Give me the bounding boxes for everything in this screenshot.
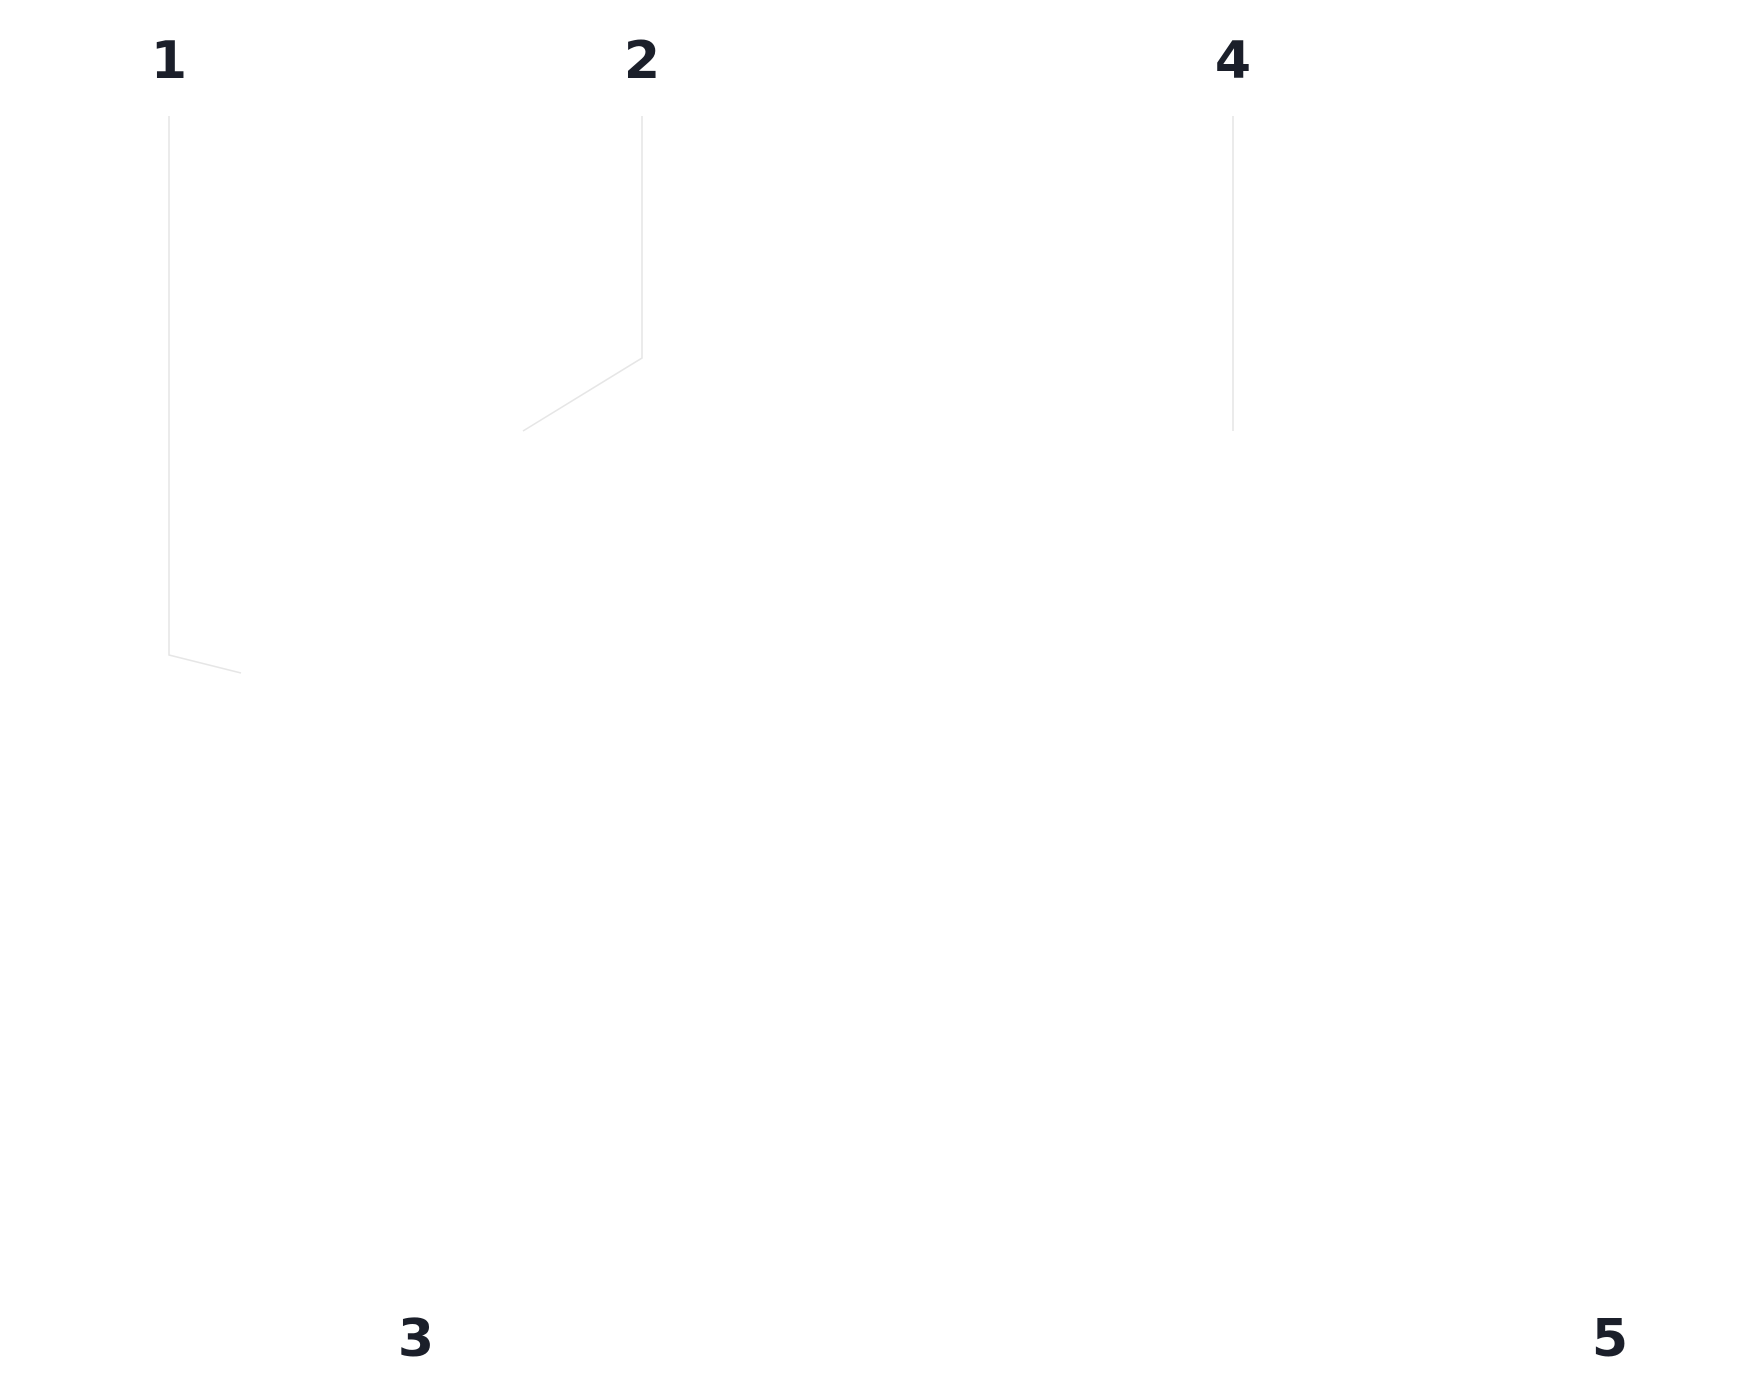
callout-1-leader-line	[168, 116, 242, 674]
callout-4-number: 4	[1215, 31, 1251, 91]
callout-2-leader-line	[522, 116, 643, 432]
callout-2-number: 2	[624, 31, 660, 91]
callout-3-number: 3	[398, 1309, 434, 1369]
callout-5-number: 5	[1592, 1309, 1628, 1369]
callout-1-number: 1	[151, 31, 187, 91]
